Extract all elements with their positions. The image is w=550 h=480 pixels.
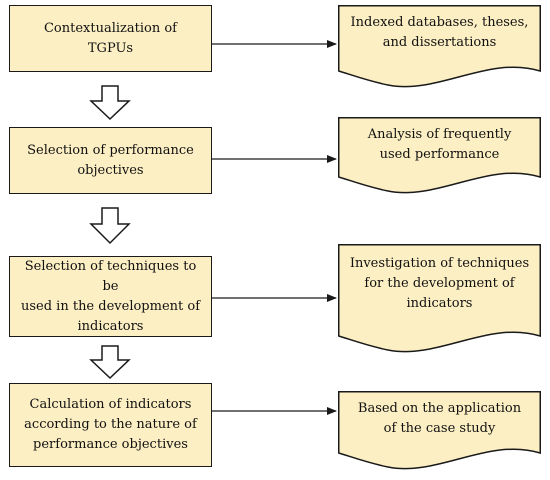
step-box-3: Selection of techniques to be used in th… [9, 256, 212, 337]
step-box-4: Calculation of indicators according to t… [9, 383, 212, 467]
output-label-2: Analysis of frequently used performance [367, 127, 512, 162]
output-doc-3: Investigation of techniques for the deve… [338, 244, 541, 354]
output-doc-4: Based on the application of the case stu… [338, 391, 541, 470]
document-shape [338, 5, 541, 88]
document-shape [338, 244, 541, 353]
step-label-1: Contextualization of TGPUs [43, 20, 177, 56]
step-box-2: Selection of performance objectives [9, 127, 212, 194]
output-label-4: Based on the application of the case stu… [357, 401, 522, 436]
step-box-1: Contextualization of TGPUs [9, 5, 212, 72]
down-arrow-3 [89, 345, 131, 380]
output-doc-1: Indexed databases, theses, and dissertat… [338, 5, 541, 88]
output-label-3: Investigation of techniques for the deve… [349, 256, 530, 311]
step-label-4: Calculation of indicators according to t… [24, 397, 197, 452]
document-shape [338, 117, 541, 194]
step-label-2: Selection of performance objectives [27, 142, 194, 178]
down-arrow-2 [89, 207, 131, 245]
document-shape [338, 391, 541, 470]
step-label-3: Selection of techniques to be used in th… [20, 258, 201, 334]
down-arrow-1 [89, 85, 131, 121]
output-doc-2: Analysis of frequently used performance [338, 117, 541, 194]
output-label-1: Indexed databases, theses, and dissertat… [350, 15, 529, 50]
